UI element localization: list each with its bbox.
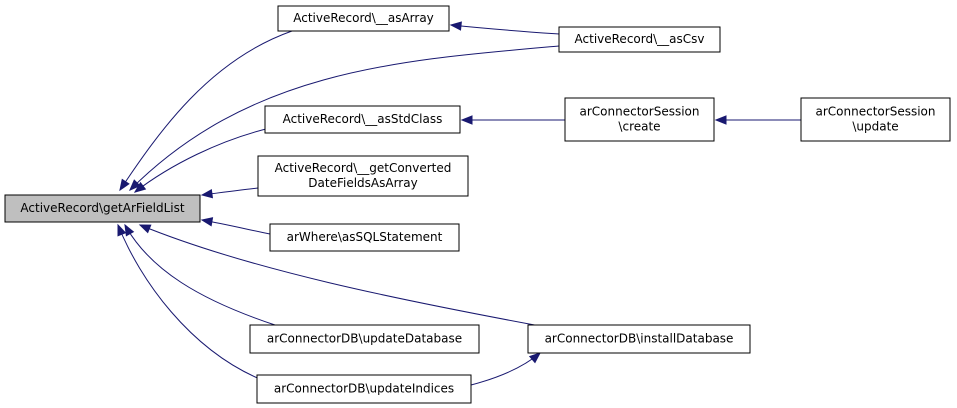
edge-line: [139, 224, 541, 327]
edge-asCsv-to-asArray: [449, 21, 560, 35]
node-box[interactable]: [558, 26, 721, 53]
edges-layer: [117, 21, 801, 386]
node-box[interactable]: [257, 155, 469, 197]
edge-sessionUpdate-to-sessionCreate: [714, 115, 801, 125]
edge-line: [470, 352, 541, 386]
nodes-layer: ActiveRecord\getArFieldList ActiveRecord\…: [4, 5, 951, 404]
node-label: \create: [618, 120, 660, 134]
node-getConverted[interactable]: ActiveRecord\__getConvertedDateFieldsAsA…: [257, 155, 469, 197]
node-box[interactable]: [527, 324, 751, 354]
edge-updateDatabase-to-getArFieldList: [124, 223, 276, 326]
node-asStdClass[interactable]: ActiveRecord\__asStdClass: [264, 105, 461, 134]
node-label: ActiveRecord\getArFieldList: [20, 201, 184, 215]
node-installDatabase[interactable]: arConnectorDB\installDatabase: [527, 324, 751, 354]
node-box[interactable]: [269, 223, 460, 252]
node-label: arConnectorSession: [580, 105, 700, 119]
edge-line: [119, 30, 293, 191]
node-box[interactable]: [256, 374, 472, 404]
node-box[interactable]: [277, 5, 450, 32]
edge-updateIndices-to-installDatabase: [470, 352, 542, 386]
arrowhead: [138, 224, 152, 234]
node-sessionUpdate[interactable]: arConnectorSession\update: [800, 97, 951, 142]
edge-asArray-to-getArFieldList: [119, 30, 293, 192]
node-box[interactable]: [264, 105, 461, 134]
edge-getConverted-to-getArFieldList: [200, 187, 259, 199]
arrowhead: [119, 178, 130, 192]
arrowhead: [528, 352, 542, 364]
arrowhead: [117, 223, 127, 237]
node-asSQLStatement[interactable]: arWhere\asSQLStatement: [269, 223, 460, 252]
edge-line: [129, 45, 560, 191]
node-label: arConnectorDB\installDatabase: [545, 332, 734, 346]
edge-line: [117, 224, 263, 381]
node-sessionCreate[interactable]: arConnectorSession\create: [564, 97, 715, 142]
node-label: DateFieldsAsArray: [308, 176, 417, 190]
arrowhead: [449, 21, 462, 31]
edge-asCsv-to-getArFieldList: [129, 45, 560, 191]
node-asCsv[interactable]: ActiveRecord\__asCsv: [558, 26, 721, 53]
node-asArray[interactable]: ActiveRecord\__asArray: [277, 5, 450, 32]
edge-asSQLStatement-to-getArFieldList: [200, 217, 271, 235]
arrowhead: [200, 188, 214, 199]
arrowhead: [200, 217, 214, 227]
edge-line: [124, 224, 276, 326]
node-box[interactable]: [249, 324, 480, 354]
edge-asStdClass-to-getArFieldList: [133, 127, 271, 193]
node-label: ActiveRecord\__asCsv: [575, 32, 705, 46]
node-label: arConnectorSession: [816, 105, 936, 119]
node-box[interactable]: [564, 97, 715, 142]
node-label: ActiveRecord\__asStdClass: [283, 112, 443, 126]
node-label: \update: [852, 120, 898, 134]
edge-line: [134, 127, 271, 193]
node-box[interactable]: [800, 97, 951, 142]
node-getArFieldList[interactable]: ActiveRecord\getArFieldList: [4, 194, 201, 223]
node-box[interactable]: [4, 194, 201, 223]
arrowhead: [133, 181, 147, 193]
edge-installDatabase-to-getArFieldList: [138, 224, 541, 327]
arrowhead: [714, 115, 727, 125]
edge-updateIndices-to-getArFieldList: [117, 223, 263, 381]
node-label: arConnectorDB\updateDatabase: [267, 332, 462, 346]
node-label: ActiveRecord\__asArray: [293, 11, 434, 25]
arrowhead: [129, 179, 141, 191]
node-label: arWhere\asSQLStatement: [287, 230, 443, 244]
node-updateDatabase[interactable]: arConnectorDB\updateDatabase: [249, 324, 480, 354]
node-updateIndices[interactable]: arConnectorDB\updateIndices: [256, 374, 472, 404]
edge-sessionCreate-to-asStdClass: [460, 115, 565, 125]
edge-line: [450, 24, 560, 35]
node-label: arConnectorDB\updateIndices: [274, 382, 454, 396]
node-label: ActiveRecord\__getConverted: [275, 161, 452, 175]
arrowhead: [124, 223, 135, 237]
arrowhead: [460, 115, 473, 125]
